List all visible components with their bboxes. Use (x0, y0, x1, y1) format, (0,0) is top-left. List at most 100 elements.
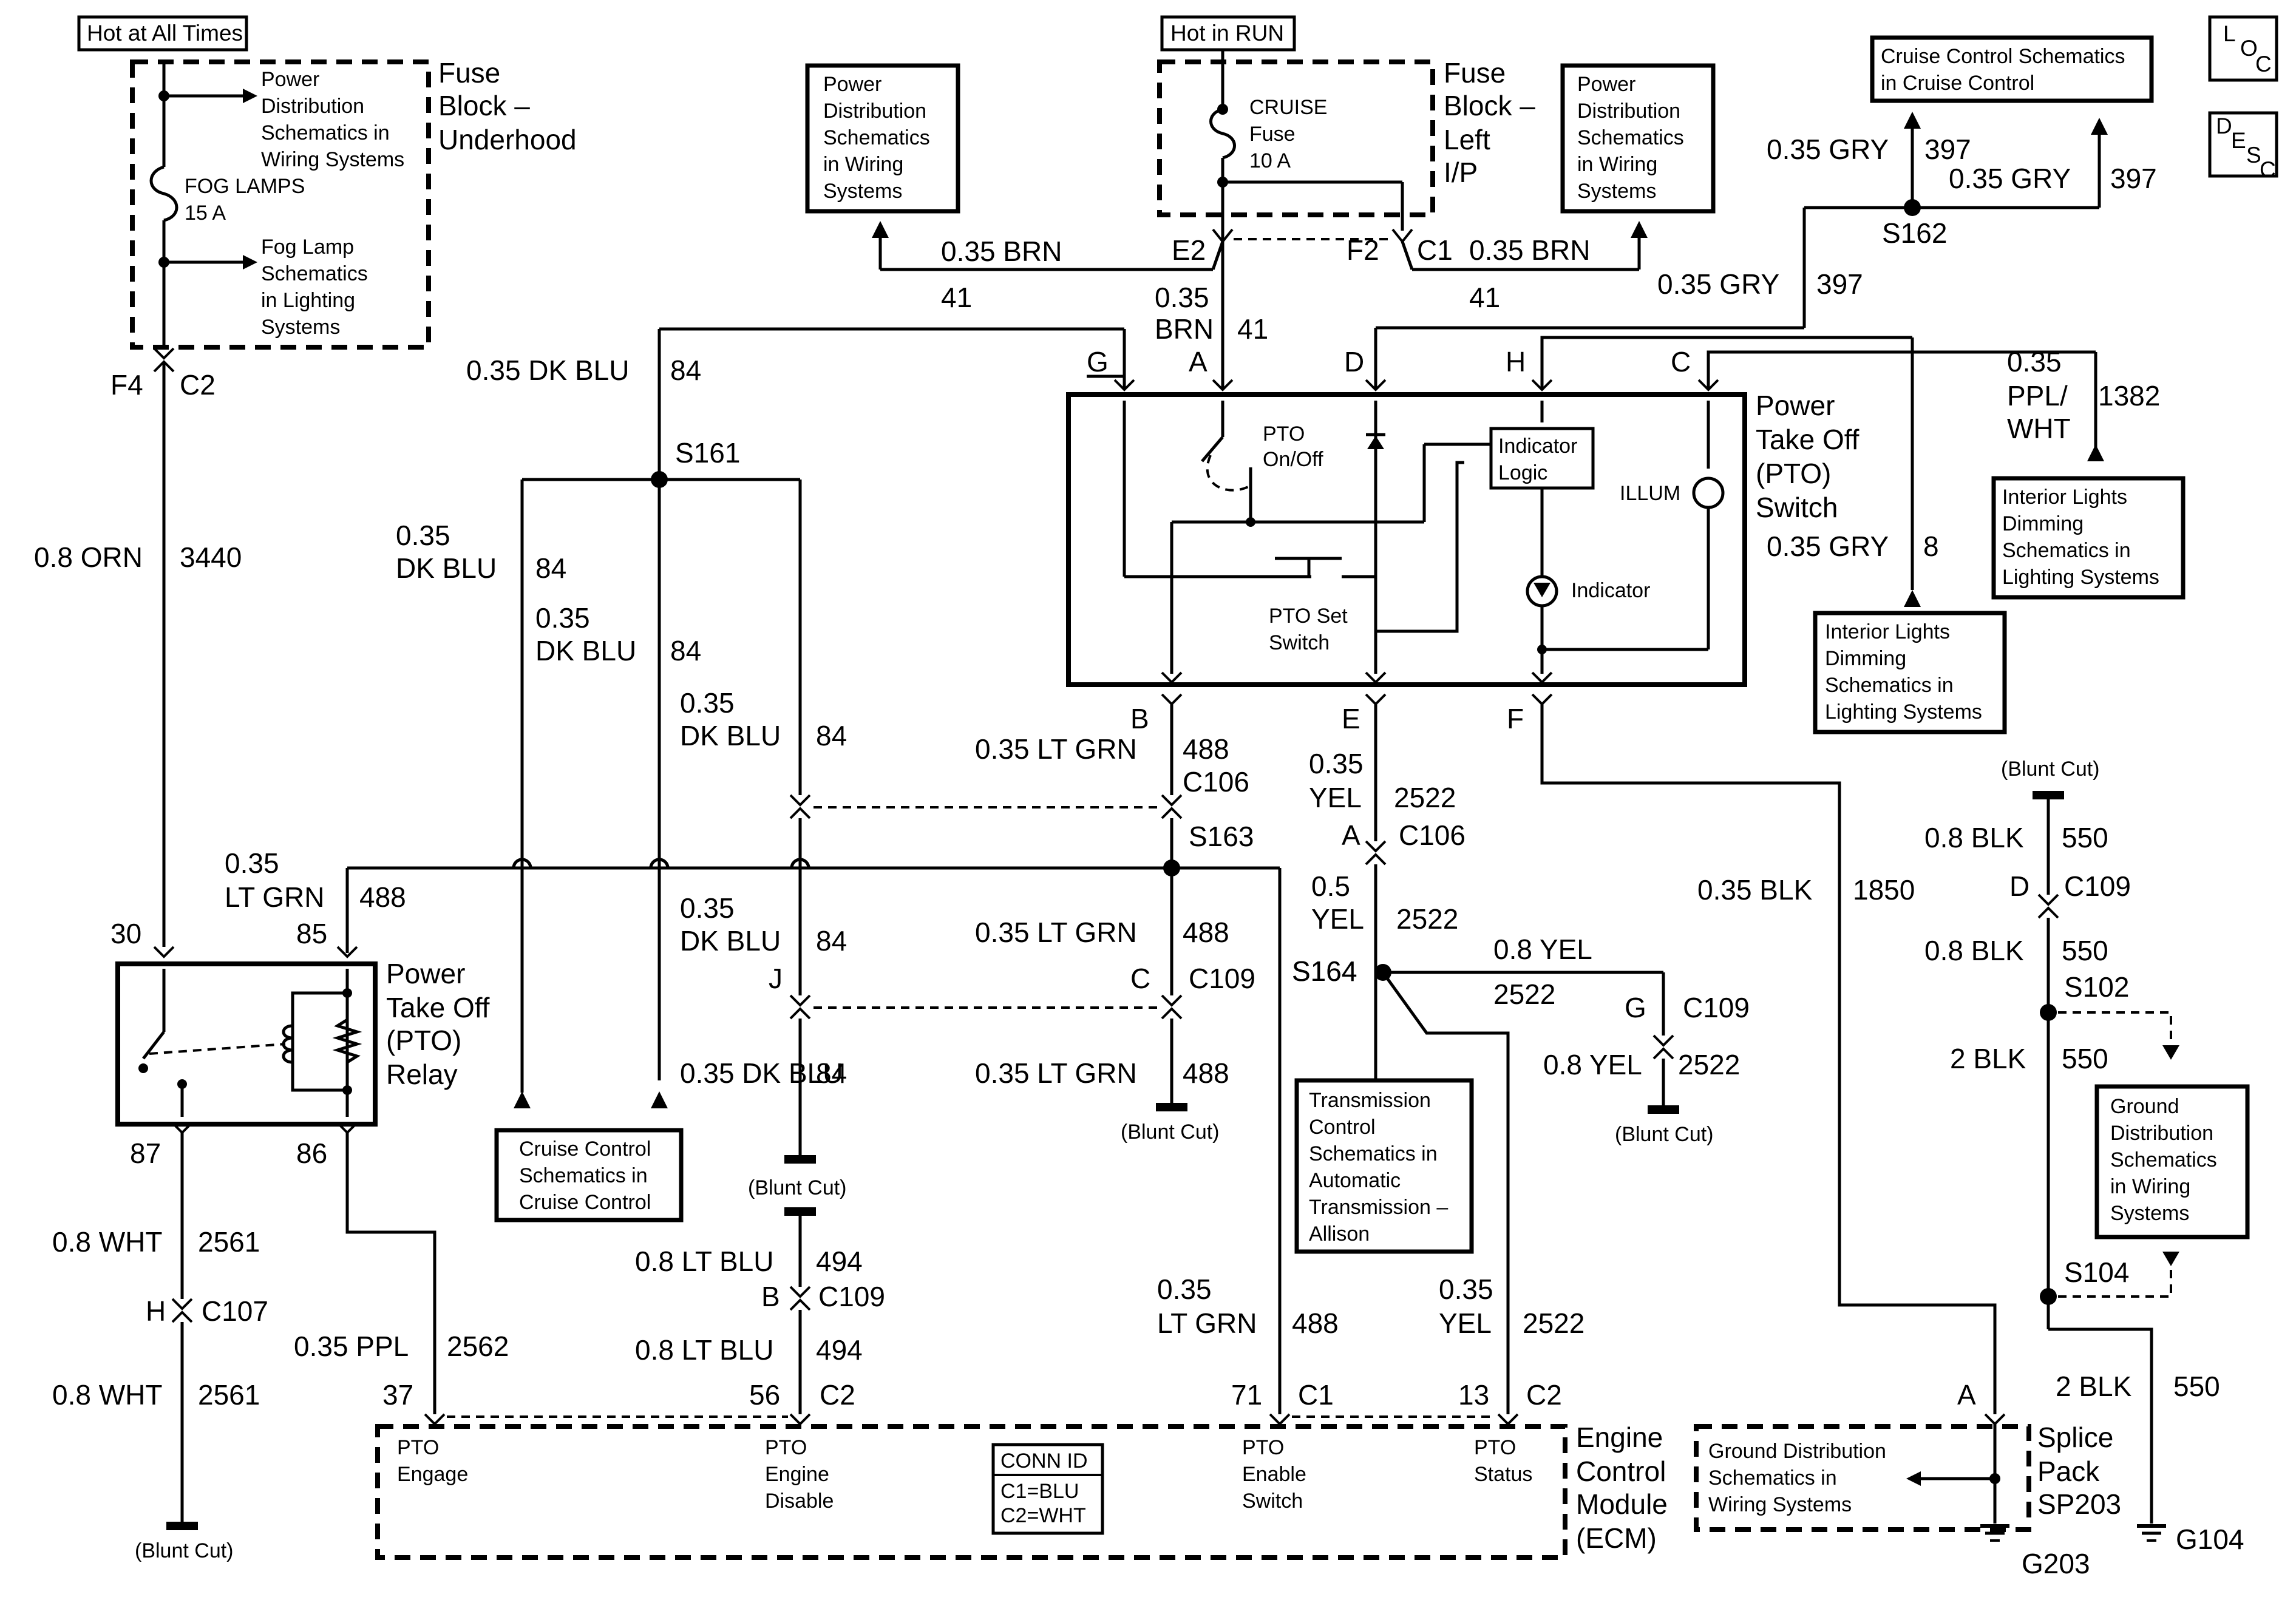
svg-text:Systems: Systems (823, 180, 902, 203)
svg-text:0.8 WHT: 0.8 WHT (52, 1379, 162, 1411)
svg-text:Switch: Switch (1269, 631, 1330, 654)
ground-distribution-ref-right[interactable]: Ground Distribution Schematics in Wiring… (2094, 1084, 2250, 1239)
svg-text:BRN: BRN (1155, 313, 1214, 345)
svg-text:C109: C109 (818, 1281, 885, 1312)
svg-text:Cruise Control: Cruise Control (519, 1191, 651, 1214)
svg-text:Disable: Disable (765, 1490, 834, 1513)
svg-text:Schematics in: Schematics in (1708, 1466, 1837, 1490)
svg-text:0.35: 0.35 (680, 687, 735, 719)
svg-text:Transmission –: Transmission – (1309, 1196, 1448, 1219)
svg-text:(PTO): (PTO) (1756, 458, 1831, 489)
power-distribution-ref-right[interactable]: Power Distribution Schematics in Wiring … (1560, 63, 1716, 214)
svg-text:41: 41 (1469, 282, 1500, 313)
svg-text:0.8 ORN: 0.8 ORN (34, 541, 143, 573)
svg-text:Engage: Engage (397, 1463, 468, 1486)
svg-text:2522: 2522 (1523, 1307, 1584, 1339)
svg-text:0.35 GRY: 0.35 GRY (1657, 268, 1779, 300)
svg-text:41: 41 (941, 282, 972, 313)
transmission-ref[interactable]: Transmission Control Schematics in Autom… (1294, 1078, 1474, 1254)
svg-text:Enable: Enable (1242, 1463, 1306, 1486)
svg-text:Cruise Control: Cruise Control (519, 1137, 651, 1161)
ecm-pin-37: 37 (382, 1379, 413, 1411)
svg-text:F2: F2 (1347, 234, 1379, 266)
interior-lights-ref-upper[interactable]: Interior Lights Dimming Schematics in Li… (1991, 476, 2186, 600)
hot-at-all-times-label: Hot at All Times (87, 21, 243, 46)
svg-text:Lighting Systems: Lighting Systems (1825, 700, 1982, 724)
svg-text:0.8 BLK: 0.8 BLK (1924, 822, 2024, 853)
blunt-cut-label: (Blunt Cut) (2001, 758, 2100, 781)
pin-b: B (1130, 703, 1149, 734)
svg-text:550: 550 (2062, 935, 2108, 966)
svg-text:0.8 YEL: 0.8 YEL (1493, 934, 1592, 965)
svg-text:WHT: WHT (2007, 413, 2071, 444)
svg-text:DK BLU: DK BLU (680, 925, 781, 957)
svg-text:Dimming: Dimming (2002, 512, 2084, 535)
location-icon[interactable]: L O C (2208, 15, 2278, 82)
svg-text:Schematics in: Schematics in (519, 1164, 648, 1187)
svg-text:ILLUM: ILLUM (1620, 482, 1680, 505)
pin-h: H (1506, 346, 1526, 378)
svg-text:B: B (761, 1281, 780, 1312)
svg-text:0.35 BLK: 0.35 BLK (1697, 874, 1813, 906)
svg-text:Schematics in: Schematics in (261, 121, 390, 144)
svg-text:0.8 LT BLU: 0.8 LT BLU (635, 1334, 773, 1366)
svg-text:PPL/: PPL/ (2007, 380, 2068, 412)
svg-text:Take Off: Take Off (1756, 424, 1860, 455)
svg-text:Schematics: Schematics (823, 126, 930, 149)
svg-text:YEL: YEL (1439, 1307, 1492, 1339)
svg-text:0.5: 0.5 (1311, 870, 1350, 902)
power-distribution-ref-left[interactable]: Power Distribution Schematics in Wiring … (805, 63, 960, 214)
splice-s161-label: S161 (675, 437, 740, 469)
svg-text:Control: Control (1576, 1456, 1666, 1487)
cruise-control-ref-bottom[interactable]: Cruise Control Schematics in Cruise Cont… (494, 1128, 684, 1222)
blunt-cut-label: (Blunt Cut) (135, 1539, 234, 1562)
svg-text:85: 85 (296, 918, 327, 949)
svg-text:PTO: PTO (1474, 1436, 1516, 1459)
svg-text:Schematics in: Schematics in (1825, 674, 1954, 697)
svg-text:YEL: YEL (1309, 782, 1362, 813)
svg-text:2522: 2522 (1678, 1049, 1740, 1080)
svg-text:PTO: PTO (765, 1436, 807, 1459)
ecm-pin-56-conn: C2 (820, 1379, 855, 1411)
cruise-control-ref-top[interactable]: Cruise Control Schematics in Cruise Cont… (1870, 35, 2154, 103)
interior-lights-ref-lower[interactable]: Interior Lights Dimming Schematics in Li… (1813, 611, 2007, 734)
svg-text:488: 488 (1183, 917, 1229, 948)
svg-text:Schematics in: Schematics in (1309, 1142, 1438, 1165)
svg-text:2 BLK: 2 BLK (1950, 1043, 2026, 1074)
svg-text:C1=BLU: C1=BLU (1000, 1480, 1079, 1503)
description-icon[interactable]: D E S C (2208, 111, 2278, 182)
svg-text:0.8 YEL: 0.8 YEL (1543, 1049, 1642, 1080)
splice-s102-label: S102 (2064, 971, 2129, 1003)
svg-text:in Lighting: in Lighting (261, 289, 355, 312)
svg-text:Block –: Block – (438, 90, 530, 121)
svg-text:0.8 BLK: 0.8 BLK (1924, 935, 2024, 966)
pto-relay: Power Take Off (PTO) Relay (115, 929, 490, 1134)
svg-text:in Wiring: in Wiring (1577, 153, 1657, 176)
svg-text:Systems: Systems (1577, 180, 1656, 203)
svg-text:C109: C109 (1683, 992, 1750, 1023)
svg-text:0.35: 0.35 (225, 847, 279, 879)
ground-g203-label: G203 (2022, 1548, 2090, 1579)
svg-text:0.35 LT GRN: 0.35 LT GRN (975, 733, 1137, 765)
svg-text:0.35 DK BLU: 0.35 DK BLU (466, 354, 629, 386)
svg-text:C106: C106 (1183, 766, 1249, 798)
svg-text:G: G (1625, 992, 1646, 1023)
svg-text:86: 86 (296, 1137, 327, 1169)
svg-text:Power: Power (1577, 73, 1635, 96)
svg-text:Automatic: Automatic (1309, 1169, 1401, 1192)
svg-text:Power: Power (386, 958, 465, 989)
svg-text:Engine: Engine (765, 1463, 829, 1486)
svg-text:Fog Lamp: Fog Lamp (261, 236, 354, 259)
svg-text:2522: 2522 (1396, 903, 1458, 935)
svg-text:Systems: Systems (2110, 1202, 2189, 1225)
svg-text:Left: Left (1444, 124, 1490, 155)
svg-text:DK BLU: DK BLU (535, 635, 636, 666)
svg-text:0.35: 0.35 (1157, 1273, 1212, 1305)
splice-s163-label: S163 (1189, 821, 1254, 852)
ground-distribution-ref-bottom[interactable]: Ground Distribution Schematics in Wiring… (1694, 1424, 2031, 1532)
svg-text:Schematics: Schematics (261, 262, 368, 285)
splice-s102 (2040, 1004, 2057, 1021)
svg-text:Ground: Ground (2110, 1095, 2179, 1118)
svg-text:15 A: 15 A (185, 202, 226, 225)
svg-text:Switch: Switch (1242, 1490, 1303, 1513)
